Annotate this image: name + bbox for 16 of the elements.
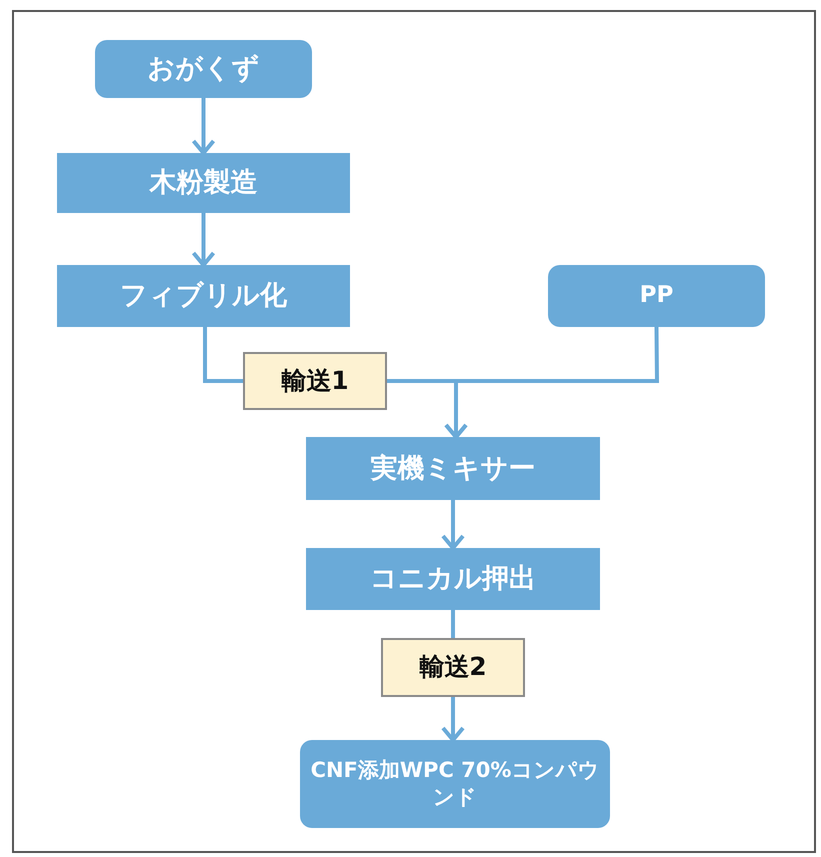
connector-line [203,327,243,383]
arrow [192,98,216,155]
process-box: コニカル押出 [306,548,600,610]
transport-box: 輸送2 [381,638,525,697]
arrow [444,326,660,439]
arrow [192,213,216,267]
arrow [441,697,465,742]
process-box: PP [548,265,765,327]
arrow [441,500,465,550]
process-box: おがくず [95,40,312,98]
connector-line [451,610,455,638]
process-box: フィブリル化 [57,265,350,327]
process-box: CNF添加WPC 70%コンパウンド [300,740,610,828]
process-box: 実機ミキサー [306,437,600,500]
process-box: 木粉製造 [57,153,350,213]
transport-box: 輸送1 [243,352,387,410]
